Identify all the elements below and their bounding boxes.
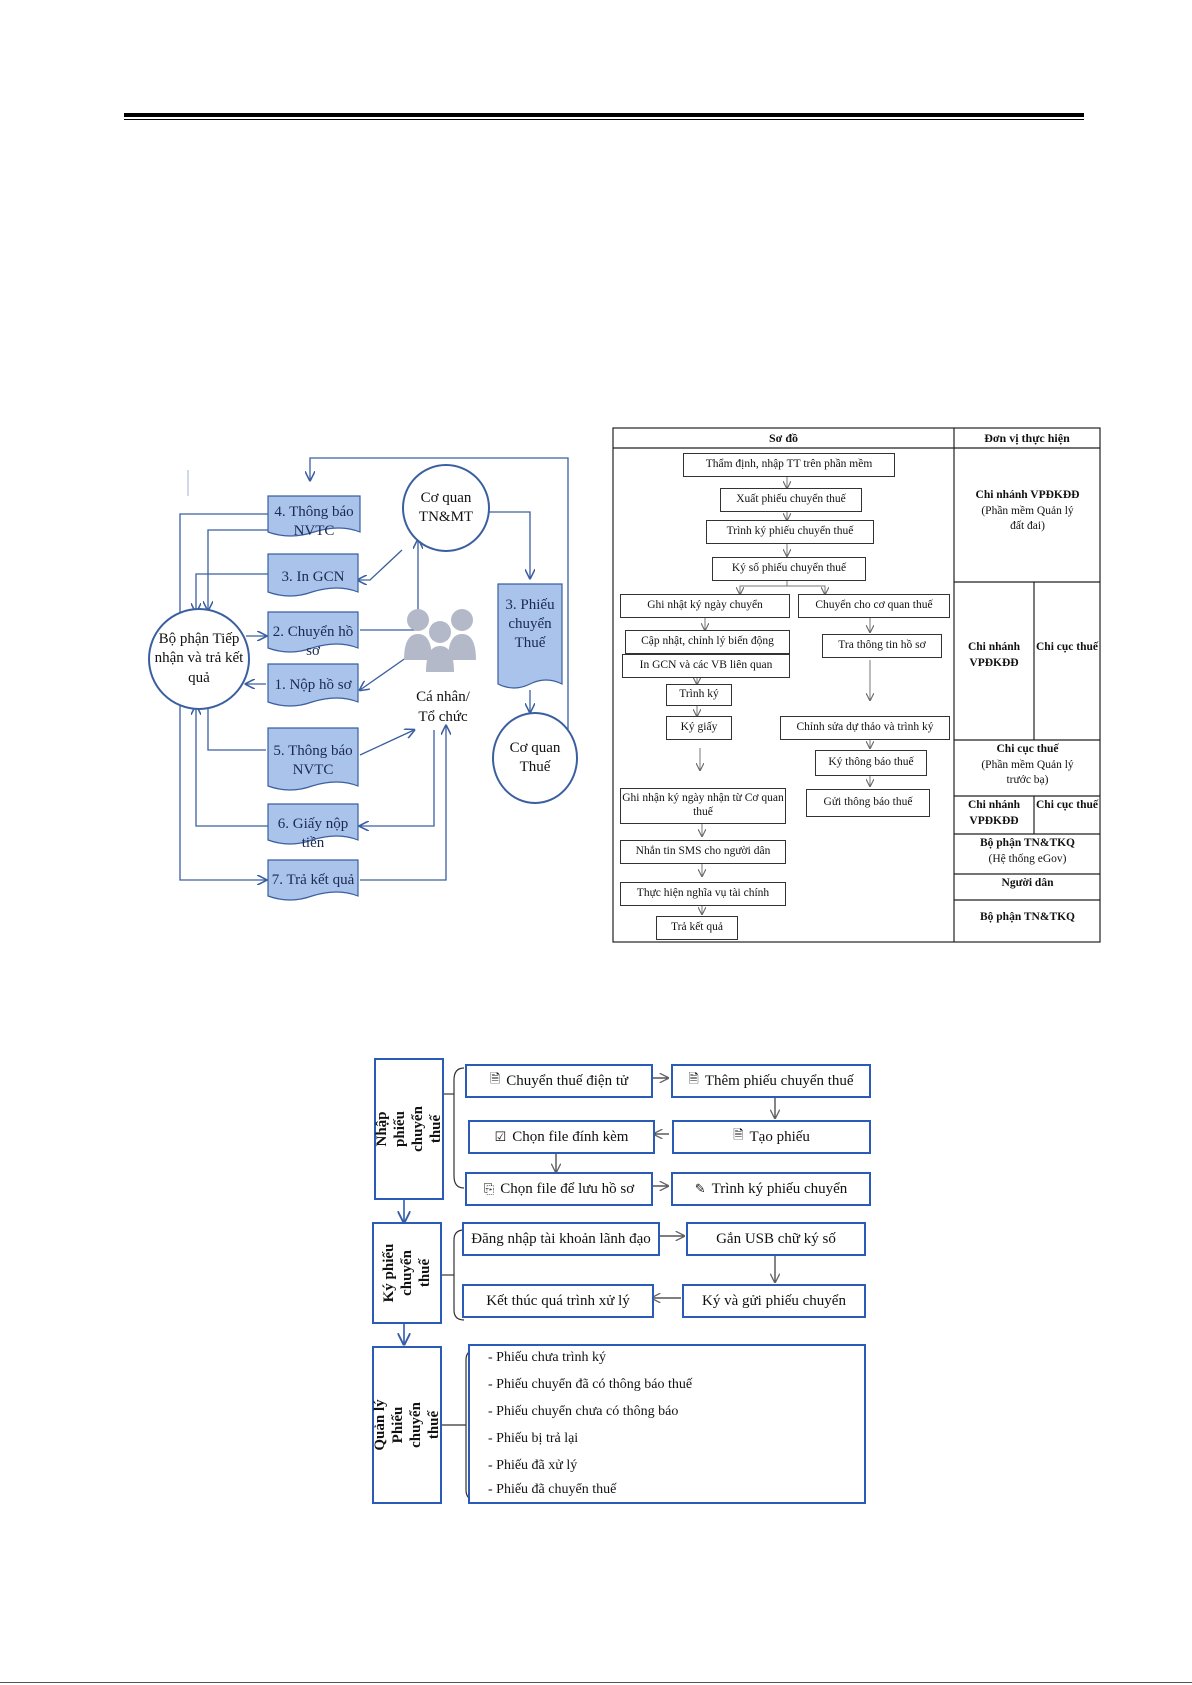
list-item: - Phiếu chuyển chưa có thông báo (488, 1404, 679, 1419)
doc-thong-bao-nvtc-5: 5. Thông báo NVTC (273, 743, 353, 778)
stage-nhap-phieu: Nhập phiếu chuyển thuế (374, 1058, 444, 1200)
box-trinh-ky-phieu: ✎ Trình ký phiếu chuyển (671, 1172, 871, 1206)
list-item: - Phiếu chưa trình ký (488, 1350, 607, 1365)
box-them-phieu: 🗎 Thêm phiếu chuyển thuế (671, 1064, 871, 1098)
node-co-quan-tnmt: Cơ quan TN&MT (402, 464, 490, 552)
checkbox-icon: ☑ (494, 1129, 507, 1145)
list-item: - Phiếu bị trả lại (488, 1431, 579, 1446)
pencil-icon: ✎ (694, 1181, 706, 1197)
doc-in-gcn: 3. In GCN (281, 569, 345, 585)
step-in-gcn: In GCN và các VB liên quan (622, 654, 790, 678)
step-chuyen-co-quan-thue: Chuyển cho cơ quan thuế (798, 594, 950, 618)
box-label: Trình ký phiếu chuyển (711, 1180, 848, 1197)
doc-tra-ket-qua: 7. Trả kết quả (271, 872, 355, 888)
box-label: Chuyển thuế điện tử (506, 1072, 629, 1089)
list-item: - Phiếu đã chuyển thuế (488, 1482, 617, 1497)
box-label: Tạo phiếu (749, 1128, 810, 1145)
unit-sub: (Phần mềm Quản lý đất đai) (981, 504, 1074, 533)
step-tra-thong-tin: Tra thông tin hồ sơ (822, 634, 942, 658)
step-tra-ket-qua: Trả kết quả (656, 916, 738, 940)
step-ky-giay: Ký giấy (666, 716, 732, 740)
box-gan-usb: Gắn USB chữ ký số (686, 1222, 866, 1256)
box-chon-file-dinh-kem: ☑ Chọn file đính kèm (468, 1120, 655, 1154)
node-bo-phan-tiep-nhan: Bộ phận Tiếp nhận và trả kết quả (148, 608, 250, 710)
box-chon-file-luu: ⎘ Chọn file để lưu hồ sơ (465, 1172, 653, 1206)
unit-chi-nhanh-1: Chi nhánh VPĐKĐĐ (Phần mềm Quản lý đất đ… (955, 488, 1100, 535)
step-gui-thong-bao: Gửi thông báo thuế (806, 789, 930, 817)
unit-title: Bộ phận TN&TKQ (979, 837, 1075, 849)
box-dang-nhap: Đăng nhập tài khoản lãnh đạo (462, 1222, 660, 1256)
doc-giay-nop-tien: 6. Giấy nộp tiền (277, 816, 349, 851)
stage-label: Ký phiếu chuyển thuế (381, 1243, 433, 1303)
stage-label: Nhập phiếu chuyển thuế (374, 1106, 444, 1152)
step-tham-dinh: Thẩm định, nhập TT trên phần mềm (683, 453, 895, 477)
doc-phieu-chuyen-thue: 3. Phiếu chuyển Thuế (505, 597, 555, 651)
document-icon: 🗎 (733, 1128, 744, 1143)
stage-ky-phieu: Ký phiếu chuyển thuế (372, 1222, 442, 1324)
document-icon: 🗎 (688, 1072, 699, 1087)
phieu-status-list: - Phiếu chưa trình ký - Phiếu chuyển đã … (468, 1344, 866, 1504)
people-icon (404, 609, 476, 672)
box-label: Chọn file để lưu hồ sơ (500, 1180, 635, 1197)
doc-nop-ho-so: 1. Nộp hồ sơ (274, 677, 352, 693)
stage-quan-ly: Quản lý Phiếu chuyển thuế (372, 1346, 442, 1504)
label-ca-nhan: Cá nhân/ Tổ chức (416, 689, 470, 725)
step-trinh-ky-phieu: Trình ký phiếu chuyển thuế (706, 520, 874, 544)
unit-chi-cuc-thue-4: Chi cục thuế (1036, 799, 1098, 811)
box-label: Thêm phiếu chuyển thuế (704, 1072, 854, 1089)
step-nhan-tin-sms: Nhắn tin SMS cho người dân (620, 840, 786, 864)
step-xuat-phieu: Xuất phiếu chuyển thuế (720, 488, 862, 512)
stage-label: Quản lý Phiếu chuyển thuế (372, 1399, 442, 1451)
box-label: Chọn file đính kèm (512, 1128, 629, 1145)
node-co-quan-thue: Cơ quan Thuế (492, 712, 578, 804)
box-chuyen-thue-dien-tu: 🗎 Chuyển thuế điện tử (465, 1064, 653, 1098)
footer-rule (0, 1682, 1192, 1683)
unit-title: Chi nhánh VPĐKĐĐ (975, 489, 1080, 501)
box-ky-gui-phieu: Ký và gửi phiếu chuyển (682, 1284, 866, 1318)
step-ky-thong-bao: Ký thông báo thuế (815, 750, 927, 776)
header-rule-thin (124, 119, 1084, 120)
list-item: - Phiếu đã xử lý (488, 1458, 578, 1473)
unit-nguoi-dan: Người dân (1001, 877, 1054, 889)
list-item: - Phiếu chuyển đã có thông báo thuế (488, 1377, 693, 1392)
unit-chi-cuc-thue-3: Chi cục thuế (Phần mềm Quản lý trước bạ) (955, 742, 1100, 789)
box-tao-phieu: 🗎 Tạo phiếu (672, 1120, 871, 1154)
box-ket-thuc: Kết thúc quá trình xử lý (462, 1284, 654, 1318)
step-chinh-sua: Chỉnh sửa dự thảo và trình ký (780, 716, 950, 740)
doc-chuyen-ho-so: 2. Chuyển hồ sơ (272, 624, 354, 659)
copy-icon: ⎘ (483, 1181, 495, 1197)
unit-sub: (Hệ thống eGov) (988, 852, 1067, 865)
step-ghi-nhat-ky: Ghi nhật ký ngày chuyển (620, 594, 790, 618)
document-icon: 🗎 (489, 1072, 501, 1087)
step-cap-nhat: Cập nhật, chỉnh lý biến động (625, 630, 790, 654)
step-trinh-ky: Trình ký (666, 684, 732, 706)
unit-chi-nhanh-2: Chi nhánh VPĐKĐĐ (967, 641, 1021, 669)
table-header-so-do: Sơ đồ (769, 431, 798, 445)
header-rule (124, 113, 1084, 117)
unit-chi-nhanh-4: Chi nhánh VPĐKĐĐ (967, 799, 1021, 827)
step-thuc-hien-nghia-vu: Thực hiện nghĩa vụ tài chính (620, 882, 786, 906)
unit-bo-phan-tn: Bộ phận TN&TKQ (979, 911, 1075, 923)
unit-chi-cuc-thue-2: Chi cục thuế (1036, 641, 1098, 653)
doc-thong-bao-nvtc-4: 4. Thông báo NVTC (274, 504, 354, 539)
unit-title: Chi cục thuế (996, 743, 1059, 755)
step-ky-so-phieu: Ký số phiếu chuyển thuế (712, 557, 866, 581)
step-ghi-nhan-ky: Ghi nhận ký ngày nhận từ Cơ quan thuế (620, 788, 786, 824)
table-header-don-vi: Đơn vị thực hiện (984, 431, 1070, 445)
unit-bo-phan-tn-egov: Bộ phận TN&TKQ (Hệ thống eGov) (955, 836, 1100, 867)
unit-sub: (Phần mềm Quản lý trước bạ) (981, 758, 1074, 787)
